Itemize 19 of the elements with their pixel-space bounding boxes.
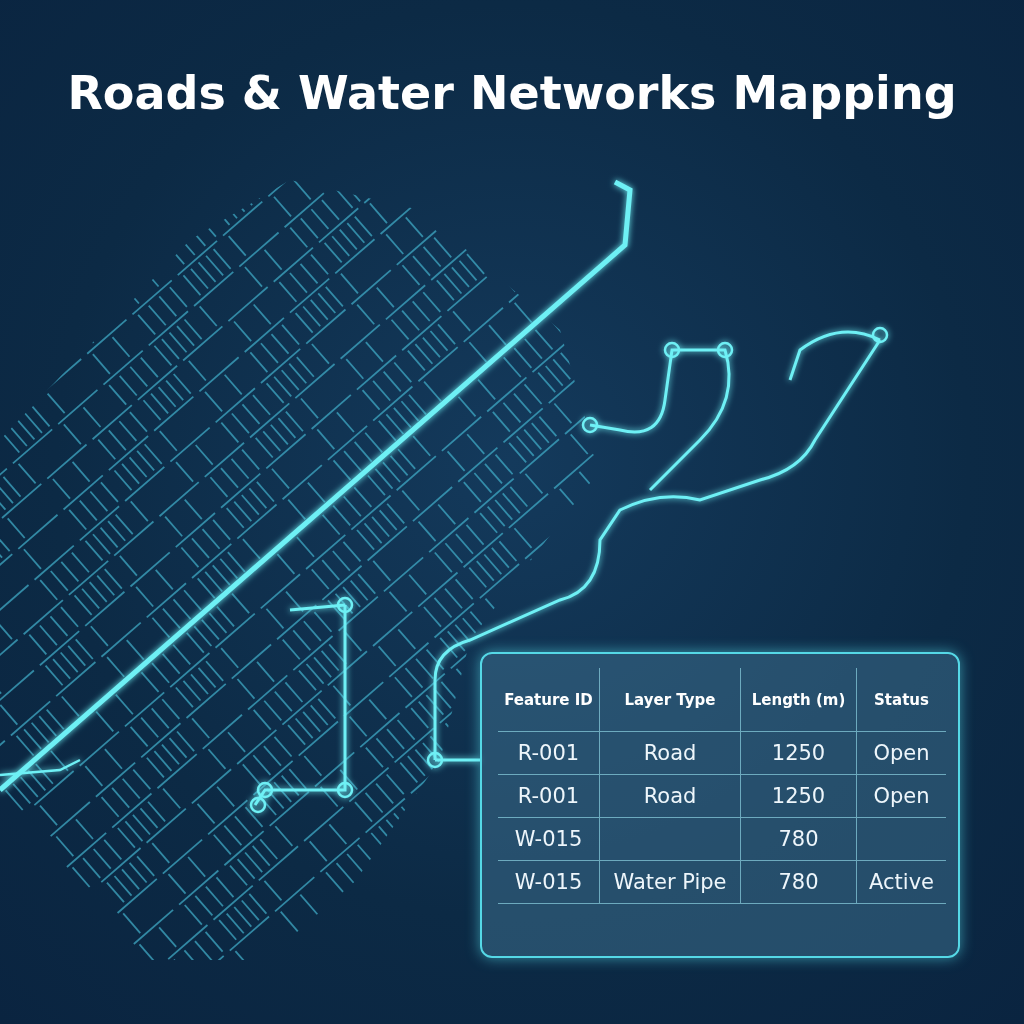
table-cell-text: Road xyxy=(643,784,697,808)
table-cell-text: 780 xyxy=(778,827,819,851)
table-cell-text: Open xyxy=(873,741,930,765)
column-header: Layer Type xyxy=(624,690,716,709)
table-cell-text: 1250 xyxy=(771,741,826,765)
column-header: Length (m) xyxy=(751,690,846,709)
column-header: Feature ID xyxy=(504,690,593,709)
table-cell-text: Open xyxy=(873,784,930,808)
table-cell-text: R-001 xyxy=(517,784,580,808)
table-cell-text: W-015 xyxy=(514,827,583,851)
table-cell-text: 780 xyxy=(778,870,819,894)
table-cell-text: Road xyxy=(643,741,697,765)
table-cell-text: W-015 xyxy=(514,870,583,894)
table-cell-text: Water Pipe xyxy=(613,870,727,894)
table-cell-text: R-001 xyxy=(517,741,580,765)
table-cell-text: Active xyxy=(869,870,934,894)
table-cell-text: 1250 xyxy=(771,784,826,808)
column-header: Status xyxy=(874,690,929,709)
title: Roads & Water Networks Mapping xyxy=(66,66,958,120)
